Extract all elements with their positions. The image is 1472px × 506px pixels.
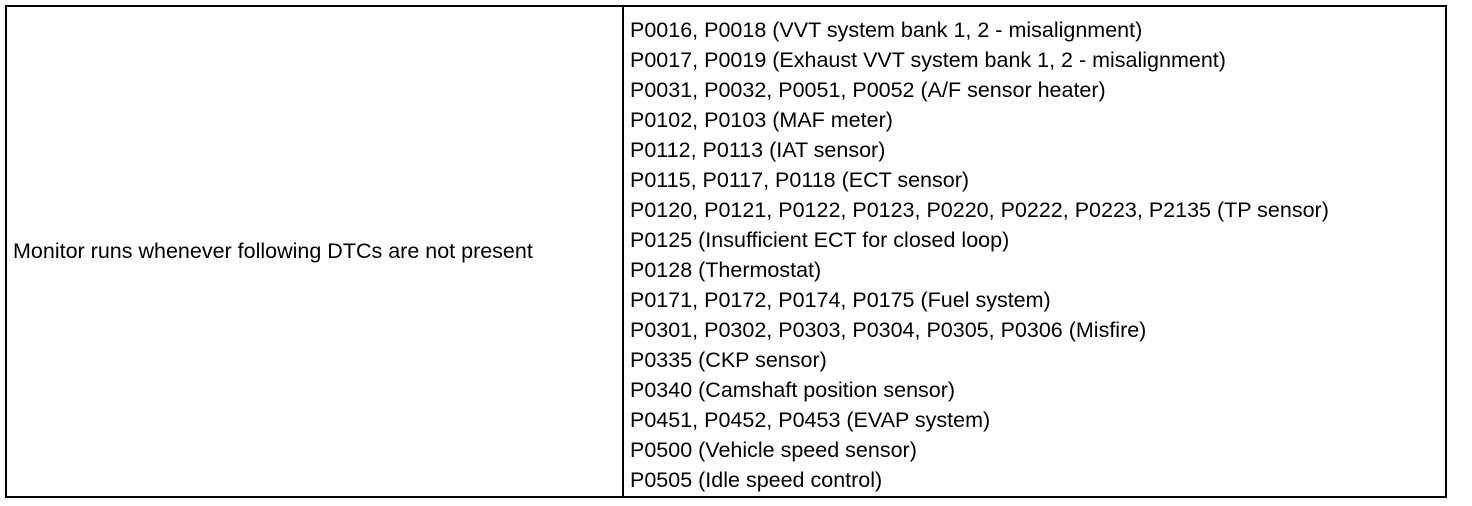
condition-cell: Monitor runs whenever following DTCs are… [7, 7, 624, 496]
dtc-line: P0505 (Idle speed control) [630, 468, 883, 492]
dtc-line: P0128 (Thermostat) [630, 258, 822, 282]
condition-label: Monitor runs whenever following DTCs are… [13, 239, 533, 263]
dtc-table: Monitor runs whenever following DTCs are… [5, 5, 1447, 498]
dtc-line: P0102, P0103 (MAF meter) [630, 108, 893, 132]
dtc-line: P0335 (CKP sensor) [630, 348, 827, 372]
dtc-list-cell: P0016, P0018 (VVT system bank 1, 2 - mis… [624, 7, 1445, 496]
dtc-line: P0120, P0121, P0122, P0123, P0220, P0222… [630, 198, 1329, 222]
dtc-line: P0016, P0018 (VVT system bank 1, 2 - mis… [630, 18, 1143, 42]
dtc-line: P0031, P0032, P0051, P0052 (A/F sensor h… [630, 78, 1106, 102]
dtc-line: P0301, P0302, P0303, P0304, P0305, P0306… [630, 318, 1147, 342]
dtc-line: P0017, P0019 (Exhaust VVT system bank 1,… [630, 48, 1226, 72]
dtc-line: P0112, P0113 (IAT sensor) [630, 138, 886, 162]
dtc-line: P0500 (Vehicle speed sensor) [630, 438, 917, 462]
dtc-line: P0115, P0117, P0118 (ECT sensor) [630, 168, 970, 192]
dtc-line: P0451, P0452, P0453 (EVAP system) [630, 408, 991, 432]
dtc-line: P0340 (Camshaft position sensor) [630, 378, 956, 402]
dtc-line: P0125 (Insufficient ECT for closed loop) [630, 228, 1010, 252]
dtc-line: P0171, P0172, P0174, P0175 (Fuel system) [630, 288, 1051, 312]
